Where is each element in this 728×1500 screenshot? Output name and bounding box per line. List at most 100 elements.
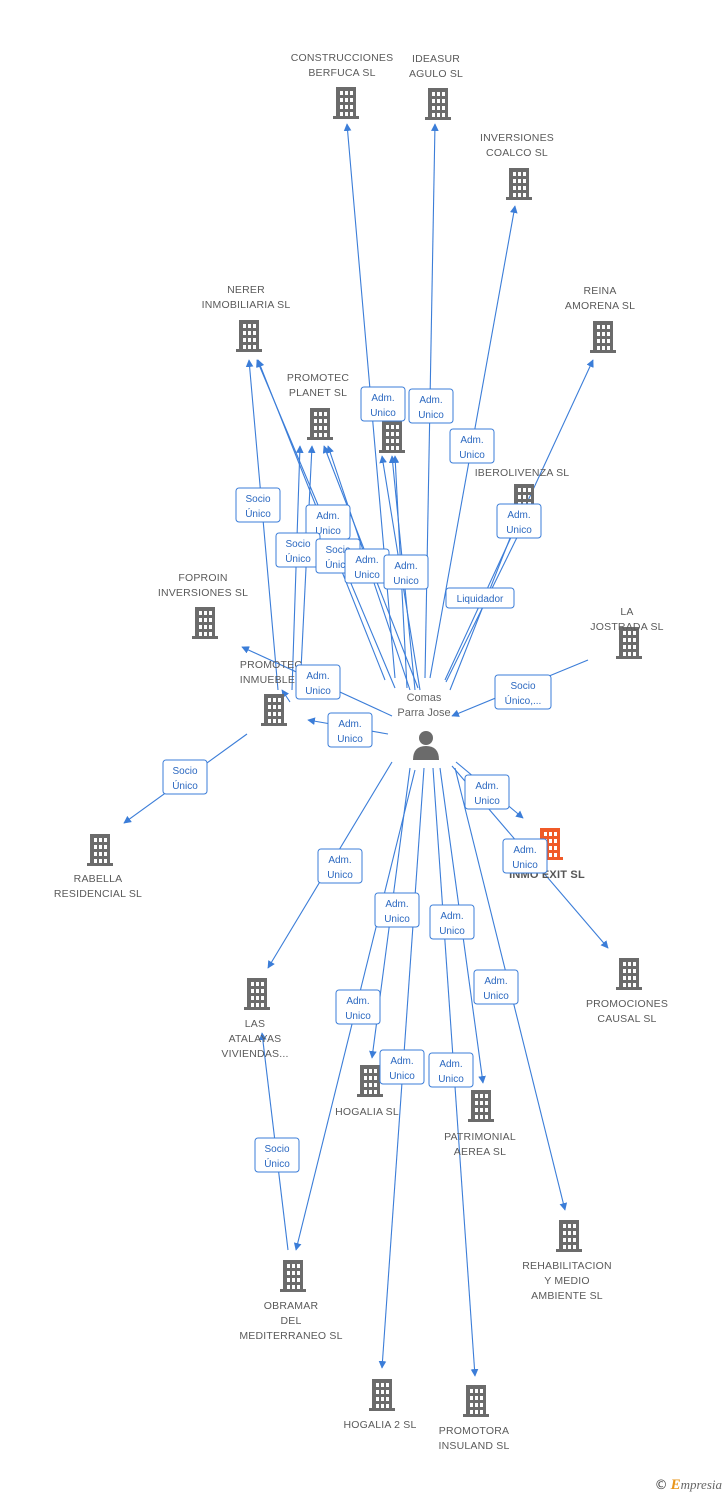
relation-label-r17[interactable]: Adm.Unico xyxy=(502,838,548,874)
relation-label-r20[interactable]: Adm.Unico xyxy=(429,904,475,940)
relation-box xyxy=(445,587,515,609)
company-label: INMOBILIARIA SL xyxy=(202,299,291,311)
relation-label-r9[interactable]: Adm.Unico xyxy=(344,548,390,584)
relation-text: Único xyxy=(245,507,271,520)
relation-text: Unico xyxy=(438,1074,464,1085)
relation-text: Único,... xyxy=(505,694,542,707)
relation-text: Unico xyxy=(506,525,532,536)
relation-text: Adm. xyxy=(328,855,351,866)
relation-text: Adm. xyxy=(419,395,442,406)
company-node-c20[interactable]: HOGALIA 2 SL xyxy=(343,1379,416,1431)
relation-box xyxy=(335,989,381,1025)
relation-text: Unico xyxy=(393,576,419,587)
building-icon xyxy=(333,87,359,119)
relation-label-r18[interactable]: Adm. Unico xyxy=(317,848,363,884)
relation-text: Unico xyxy=(389,1071,415,1082)
building-icon xyxy=(369,1379,395,1411)
relation-text: Adm. xyxy=(346,996,369,1007)
relation-text: Socio xyxy=(325,545,350,556)
company-label: INSULAND SL xyxy=(438,1440,509,1452)
relation-label-r3[interactable]: Adm.Unico xyxy=(449,428,495,464)
company-node-c9[interactable]: FOPROIN INVERSIONES SL xyxy=(158,572,248,639)
company-node-c16[interactable]: HOGALIA SL xyxy=(335,1065,399,1118)
relation-label-r24[interactable]: Adm. Unico xyxy=(428,1052,474,1088)
relation-text: Unico xyxy=(345,1011,371,1022)
relation-label-r22[interactable]: Adm.Unico xyxy=(473,969,519,1005)
relation-box xyxy=(494,674,552,710)
company-label: FOPROIN xyxy=(178,572,227,584)
company-node-c7[interactable] xyxy=(379,421,405,453)
company-label: IDEASUR xyxy=(412,53,460,65)
company-label: RESIDENCIAL SL xyxy=(54,888,142,900)
company-label: PLANET SL xyxy=(289,387,347,399)
relation-box xyxy=(429,904,475,940)
relation-label-r12[interactable]: SocioÚnico,... xyxy=(494,674,552,710)
relation-label-r10[interactable]: Adm.Unico xyxy=(383,554,429,590)
relation-text: Adm. xyxy=(306,671,329,682)
relation-text: Unico xyxy=(327,870,353,881)
relation-box xyxy=(428,1052,474,1088)
building-icon xyxy=(590,321,616,353)
company-label: AMORENA SL xyxy=(565,300,635,312)
relation-box xyxy=(502,838,548,874)
company-label: PROMOTEC xyxy=(240,659,302,671)
company-label: COALCO SL xyxy=(486,147,548,159)
company-label: OBRAMAR xyxy=(264,1300,319,1312)
relation-label-r14[interactable]: Adm.Unico xyxy=(327,712,373,748)
company-node-c2[interactable]: IDEASUR AGULO SL xyxy=(409,53,463,120)
relation-label-r2[interactable]: Adm. Unico xyxy=(408,388,454,424)
relation-text: Adm. xyxy=(513,845,536,856)
company-label: REHABILITACION xyxy=(522,1260,612,1272)
relation-label-r19[interactable]: Adm.Unico xyxy=(374,892,420,928)
company-label: PATRIMONIAL xyxy=(444,1131,516,1143)
relation-box xyxy=(374,892,420,928)
relation-label-r11[interactable]: Liquidador xyxy=(445,587,515,609)
relation-box xyxy=(254,1137,300,1173)
company-node-c15[interactable]: LASATALAYASVIVIENDAS... xyxy=(221,978,288,1060)
building-icon xyxy=(616,958,642,990)
relation-label-r21[interactable]: Adm. Unico xyxy=(335,989,381,1025)
relation-label-r16[interactable]: Adm.Unico xyxy=(464,774,510,810)
relation-label-r23[interactable]: Adm.Unico xyxy=(379,1049,425,1085)
relation-label-r13[interactable]: Adm.Unico xyxy=(295,664,341,700)
relation-text: Único xyxy=(285,552,311,565)
building-icon xyxy=(357,1065,383,1097)
relation-text: Adm. xyxy=(338,719,361,730)
relation-box xyxy=(473,969,519,1005)
relation-text: Unico xyxy=(418,410,444,421)
relation-text: Unico xyxy=(459,450,485,461)
building-icon xyxy=(192,607,218,639)
relation-box xyxy=(379,1049,425,1085)
relation-box xyxy=(295,664,341,700)
relation-label-r4[interactable]: Adm.Unico xyxy=(496,503,542,539)
relation-label-r1[interactable]: Adm.Unico xyxy=(360,386,406,422)
company-label: LA xyxy=(620,606,633,618)
company-label: MEDITERRANEO SL xyxy=(239,1330,342,1342)
relation-text: Adm. xyxy=(385,899,408,910)
edge-line-20 xyxy=(299,445,316,691)
relation-text: Único xyxy=(264,1157,290,1170)
company-label: AGULO SL xyxy=(409,68,463,80)
relation-text: Adm. xyxy=(439,1059,462,1070)
company-label: INVERSIONES SL xyxy=(158,587,248,599)
company-node-c8[interactable]: IBEROLIVENZA SL xyxy=(475,467,570,516)
relation-text: Adm. xyxy=(475,781,498,792)
